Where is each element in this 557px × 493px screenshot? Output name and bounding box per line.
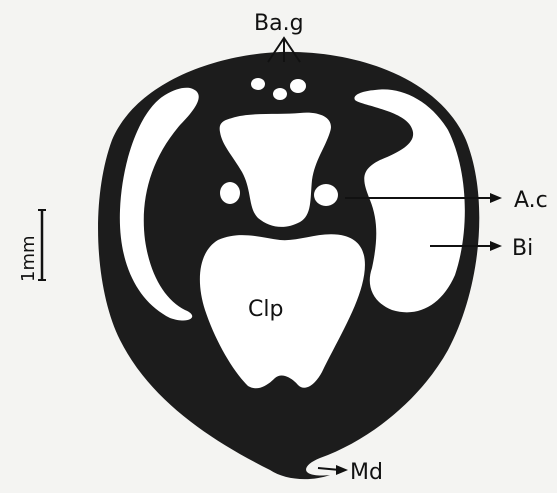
md-arrowhead [336,465,348,475]
bag-foramen-1 [251,78,265,90]
right-foramen [314,184,338,206]
label-ac: A.c [514,188,548,213]
bag-foramen-2 [273,88,287,100]
label-bag: Ba.g [254,11,304,36]
left-foramen [220,182,240,204]
ac-arrowhead [490,193,502,203]
bag-foramen-3 [290,79,306,93]
label-bi: Bi [512,236,533,261]
label-clp: Clp [248,297,283,322]
label-md: Md [350,460,383,485]
bi-arrowhead [490,241,502,251]
label-scale: 1mm [18,235,39,282]
